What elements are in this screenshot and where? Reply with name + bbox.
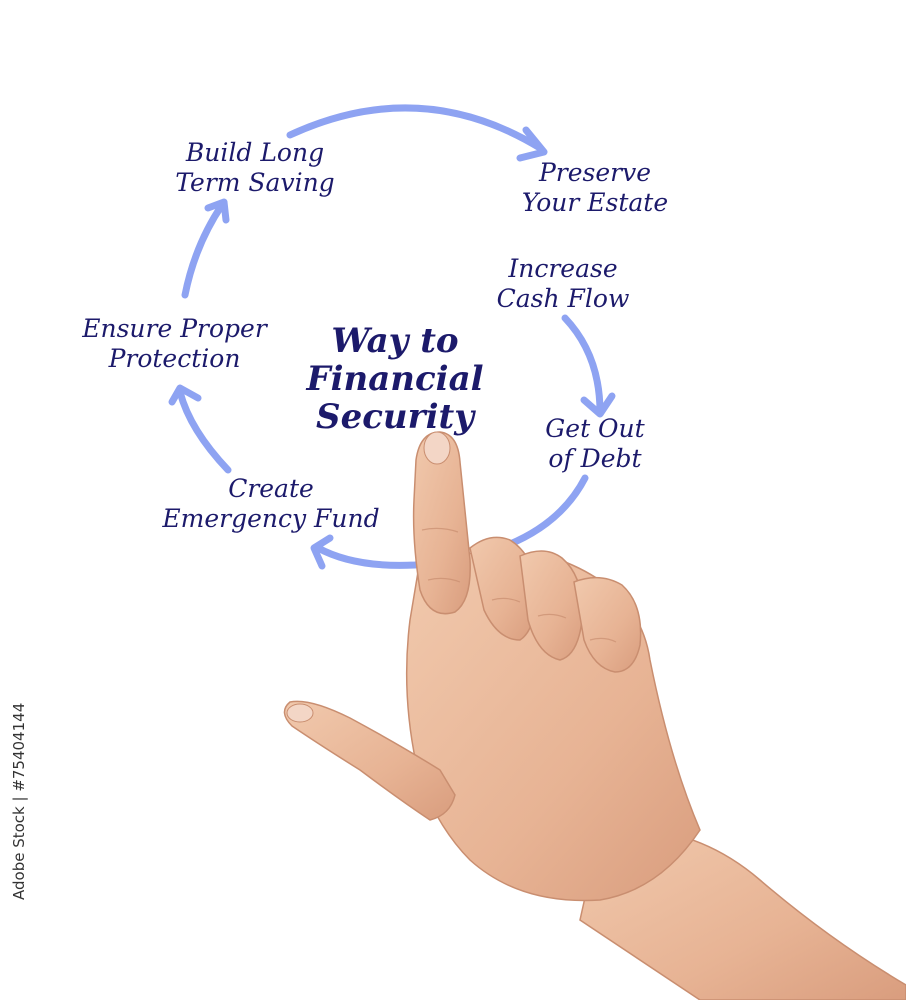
- step-line: Ensure Proper: [82, 314, 267, 343]
- step-preserve-your-estate: Preserve Your Estate: [505, 158, 685, 218]
- step-line: Increase: [508, 254, 618, 283]
- hand: [283, 431, 906, 1000]
- step-line: Emergency Fund: [162, 504, 380, 533]
- arrowhead-debt: [580, 392, 616, 418]
- step-line: Protection: [108, 344, 241, 373]
- title-line-2: Financial: [306, 359, 484, 399]
- arrowhead-preserve: [516, 126, 548, 162]
- thumb-fingernail: [286, 703, 314, 723]
- step-build-long-term-saving: Build Long Term Saving: [150, 138, 360, 198]
- step-line: Get Out: [545, 414, 645, 443]
- arrow-emergency-to-protection: [176, 388, 232, 474]
- arrow-cash-to-debt: [561, 314, 604, 416]
- step-line: Preserve: [538, 158, 652, 187]
- arrowhead-protection: [168, 384, 202, 406]
- title-line-1: Way to: [331, 321, 459, 361]
- arrowhead-build: [204, 198, 230, 224]
- thumb: [283, 700, 456, 821]
- step-line: Build Long: [185, 138, 325, 167]
- arrow-build-to-preserve: [286, 104, 544, 152]
- step-line: Create: [228, 474, 314, 503]
- arrowhead-emergency: [310, 534, 334, 570]
- pinky-finger: [573, 576, 642, 673]
- step-create-emergency-fund: Create Emergency Fund: [140, 474, 402, 534]
- diagram-title: Way to Financial Security: [290, 322, 500, 436]
- step-increase-cash-flow: Increase Cash Flow: [478, 254, 648, 314]
- step-line: Cash Flow: [496, 284, 630, 313]
- stock-id-text: Adobe Stock | #75404144: [10, 702, 28, 900]
- arrow-protection-to-build: [181, 201, 226, 299]
- index-fingernail: [423, 431, 451, 465]
- stock-image-id: Adobe Stock | #75404144: [6, 703, 36, 900]
- step-line: Term Saving: [175, 168, 335, 197]
- title-line-3: Security: [316, 397, 474, 437]
- step-get-out-of-debt: Get Out of Debt: [530, 414, 660, 474]
- step-line: Your Estate: [521, 188, 669, 217]
- step-line: of Debt: [548, 444, 642, 473]
- step-ensure-proper-protection: Ensure Proper Protection: [62, 314, 287, 374]
